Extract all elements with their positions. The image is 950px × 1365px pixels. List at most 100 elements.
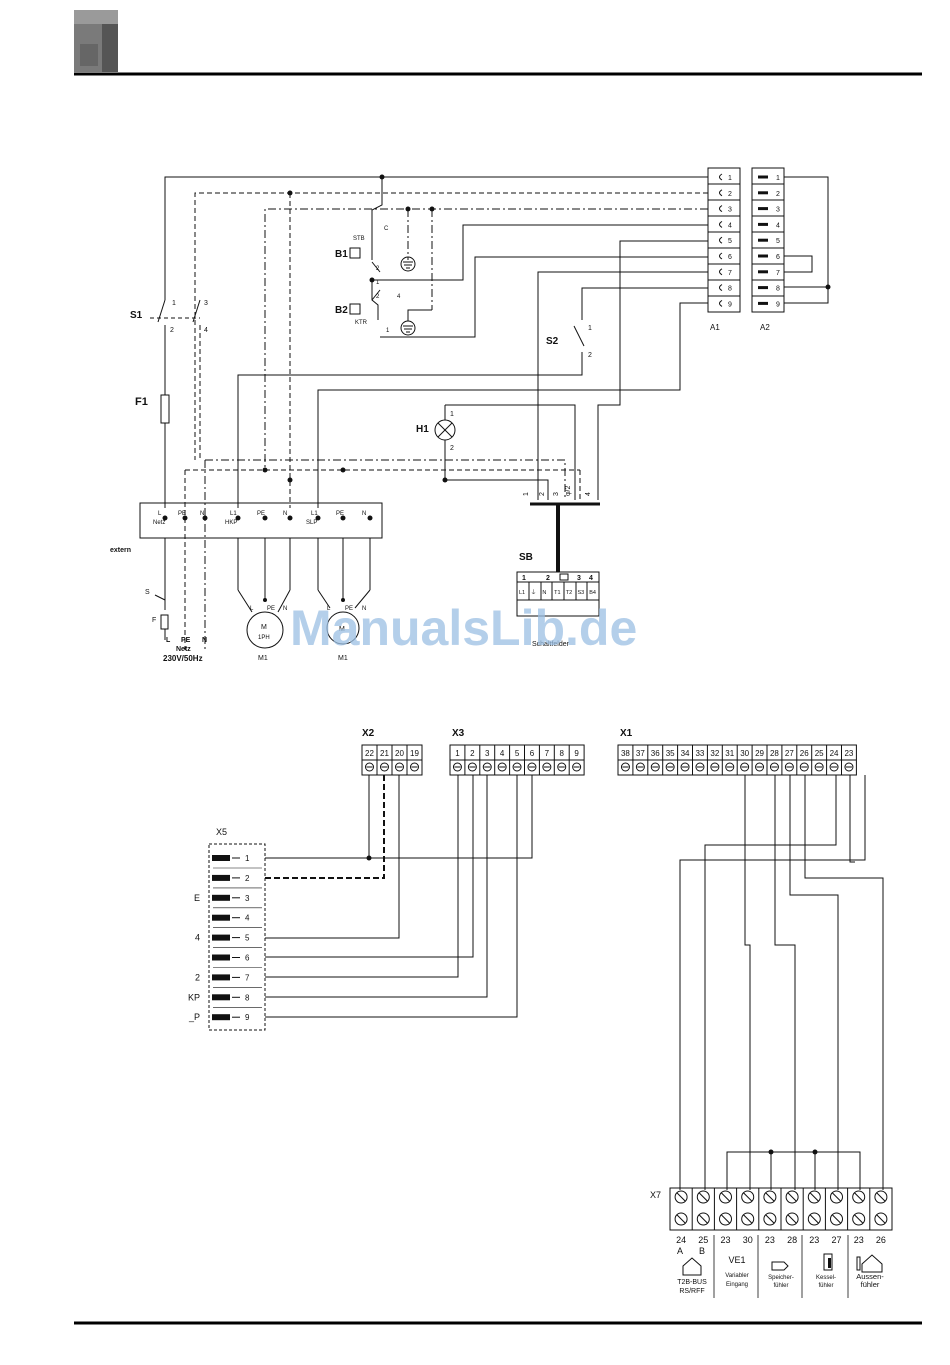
terminal-cell-bottom: SLP [306, 520, 317, 526]
screw-icon [725, 762, 735, 772]
a1-connector [707, 167, 741, 313]
b2-sub: KTR [355, 320, 368, 326]
b2-pin-4: 4 [397, 294, 401, 300]
motor2-n: N [362, 606, 366, 612]
supply-f: F [152, 617, 156, 624]
junction-dots-lower [366, 855, 818, 1155]
a2-pin-2: 2 [776, 191, 780, 198]
x5-plug-icon [212, 874, 230, 881]
x5-pin-8: 8 [245, 993, 250, 1002]
a2-pin-1: 1 [776, 175, 780, 182]
a1-pin-5: 5 [728, 238, 732, 245]
b2-pin-2: 2 [376, 294, 380, 300]
x7-pin-23: 23 [809, 1235, 819, 1245]
sb-cell: T2 [566, 590, 572, 596]
x7-group-line1: Speicher- [768, 1275, 794, 1281]
motor1-name: M1 [258, 655, 268, 662]
a2-plug-icon [758, 222, 768, 226]
x5-pin-7: 7 [245, 973, 250, 982]
s1-pin-4: 4 [204, 327, 208, 334]
x5-side-label: 2 [195, 972, 200, 982]
x7-screw-icon [719, 1212, 732, 1226]
motor1-l: L [250, 606, 254, 612]
x7-group-labels: T2B-BUSRS/RFFVE1VariablerEingangSpeicher… [677, 1253, 884, 1295]
house-icon [682, 1257, 702, 1276]
x7-group-bus-line1: T2B-BUS [677, 1279, 707, 1286]
terminal-cell-top: N [283, 511, 287, 517]
b1-pin-1: 1 [376, 280, 380, 286]
x7-group-line1: Kessel- [816, 1275, 836, 1281]
terminal-pin: 2 [470, 749, 475, 758]
b2-pin-1: 1 [386, 328, 390, 334]
terminal-pin: 7 [545, 749, 550, 758]
x5-side-label: _P [188, 1012, 200, 1022]
a1-socket-icon [719, 236, 723, 244]
x5-connector [208, 843, 266, 1031]
a1-pin-4: 4 [728, 222, 732, 229]
x7-pin-23: 23 [854, 1235, 864, 1245]
x3-label: X3 [452, 728, 465, 739]
a2-plug-icon [758, 286, 768, 290]
a1-socket-icon [719, 252, 723, 260]
x7-screw-icon [874, 1212, 888, 1226]
terminal-pin: 30 [740, 749, 749, 758]
sb-head: 4 [589, 575, 593, 582]
supply-n: N [202, 637, 207, 644]
a2-plug-icon [758, 301, 768, 305]
screw-icon [844, 762, 854, 772]
motor1-n: N [283, 606, 287, 612]
terminal-pin: 8 [560, 749, 565, 758]
x5-plug-icon [212, 954, 230, 961]
motor1-pe: PE [267, 606, 275, 612]
screw-icon [572, 762, 582, 772]
terminal-pin: 23 [844, 749, 853, 758]
a2-connector [751, 167, 785, 313]
terminal-pin: 37 [636, 749, 645, 758]
extern-label: extern [110, 547, 131, 554]
x7-group-line2: fühler [818, 1283, 833, 1289]
upper-schematic [139, 167, 829, 650]
x7-letter-a: A [677, 1246, 683, 1256]
a1-socket-icon [719, 189, 723, 197]
screw-icon [527, 762, 537, 772]
tank-sensor-icon [771, 1261, 789, 1271]
screw-icon [497, 762, 507, 772]
screw-icon [620, 762, 630, 772]
terminal-pin: 28 [770, 749, 779, 758]
fuse-f1 [160, 394, 170, 424]
terminal-pin: 21 [380, 749, 389, 758]
fuse-label: F1 [135, 396, 148, 408]
x5-plug-icon [212, 1014, 230, 1021]
screw-icon [695, 762, 705, 772]
x7-group-line1: Aussen- [856, 1272, 884, 1281]
sb-cell: ⏚ [531, 589, 537, 596]
a1-pin-2: 2 [728, 191, 732, 198]
screw-icon [365, 762, 374, 772]
x7-pin-23: 23 [765, 1235, 775, 1245]
terminal-pin: 19 [410, 749, 419, 758]
terminal-cell-bottom: HKP [225, 520, 237, 526]
screw-icon [769, 762, 779, 772]
a1-pin-9: 9 [728, 301, 732, 308]
h1-label: H1 [416, 424, 429, 435]
a1-pin-3: 3 [728, 207, 732, 214]
b2-label: B2 [335, 305, 348, 316]
x7-screw-icon [674, 1212, 688, 1226]
screw-icon [635, 762, 645, 772]
junction-dots-upper [162, 174, 831, 602]
s1-pin-3: 3 [204, 300, 208, 307]
lower-wiring [265, 775, 884, 1190]
supply-l: L [166, 637, 171, 644]
terminal-cell-top: PE [257, 511, 265, 517]
terminal-cell-top: PE [178, 511, 186, 517]
x7-pin-30: 30 [743, 1235, 753, 1245]
screw-icon [650, 762, 660, 772]
a2-pin-8: 8 [776, 286, 780, 293]
b1-sub: STB [353, 236, 365, 242]
thermometer-icon [856, 1256, 861, 1271]
x7-letter-b: B [699, 1246, 705, 1256]
sb-cell: S3 [578, 590, 585, 596]
s2-label: S2 [546, 336, 559, 347]
